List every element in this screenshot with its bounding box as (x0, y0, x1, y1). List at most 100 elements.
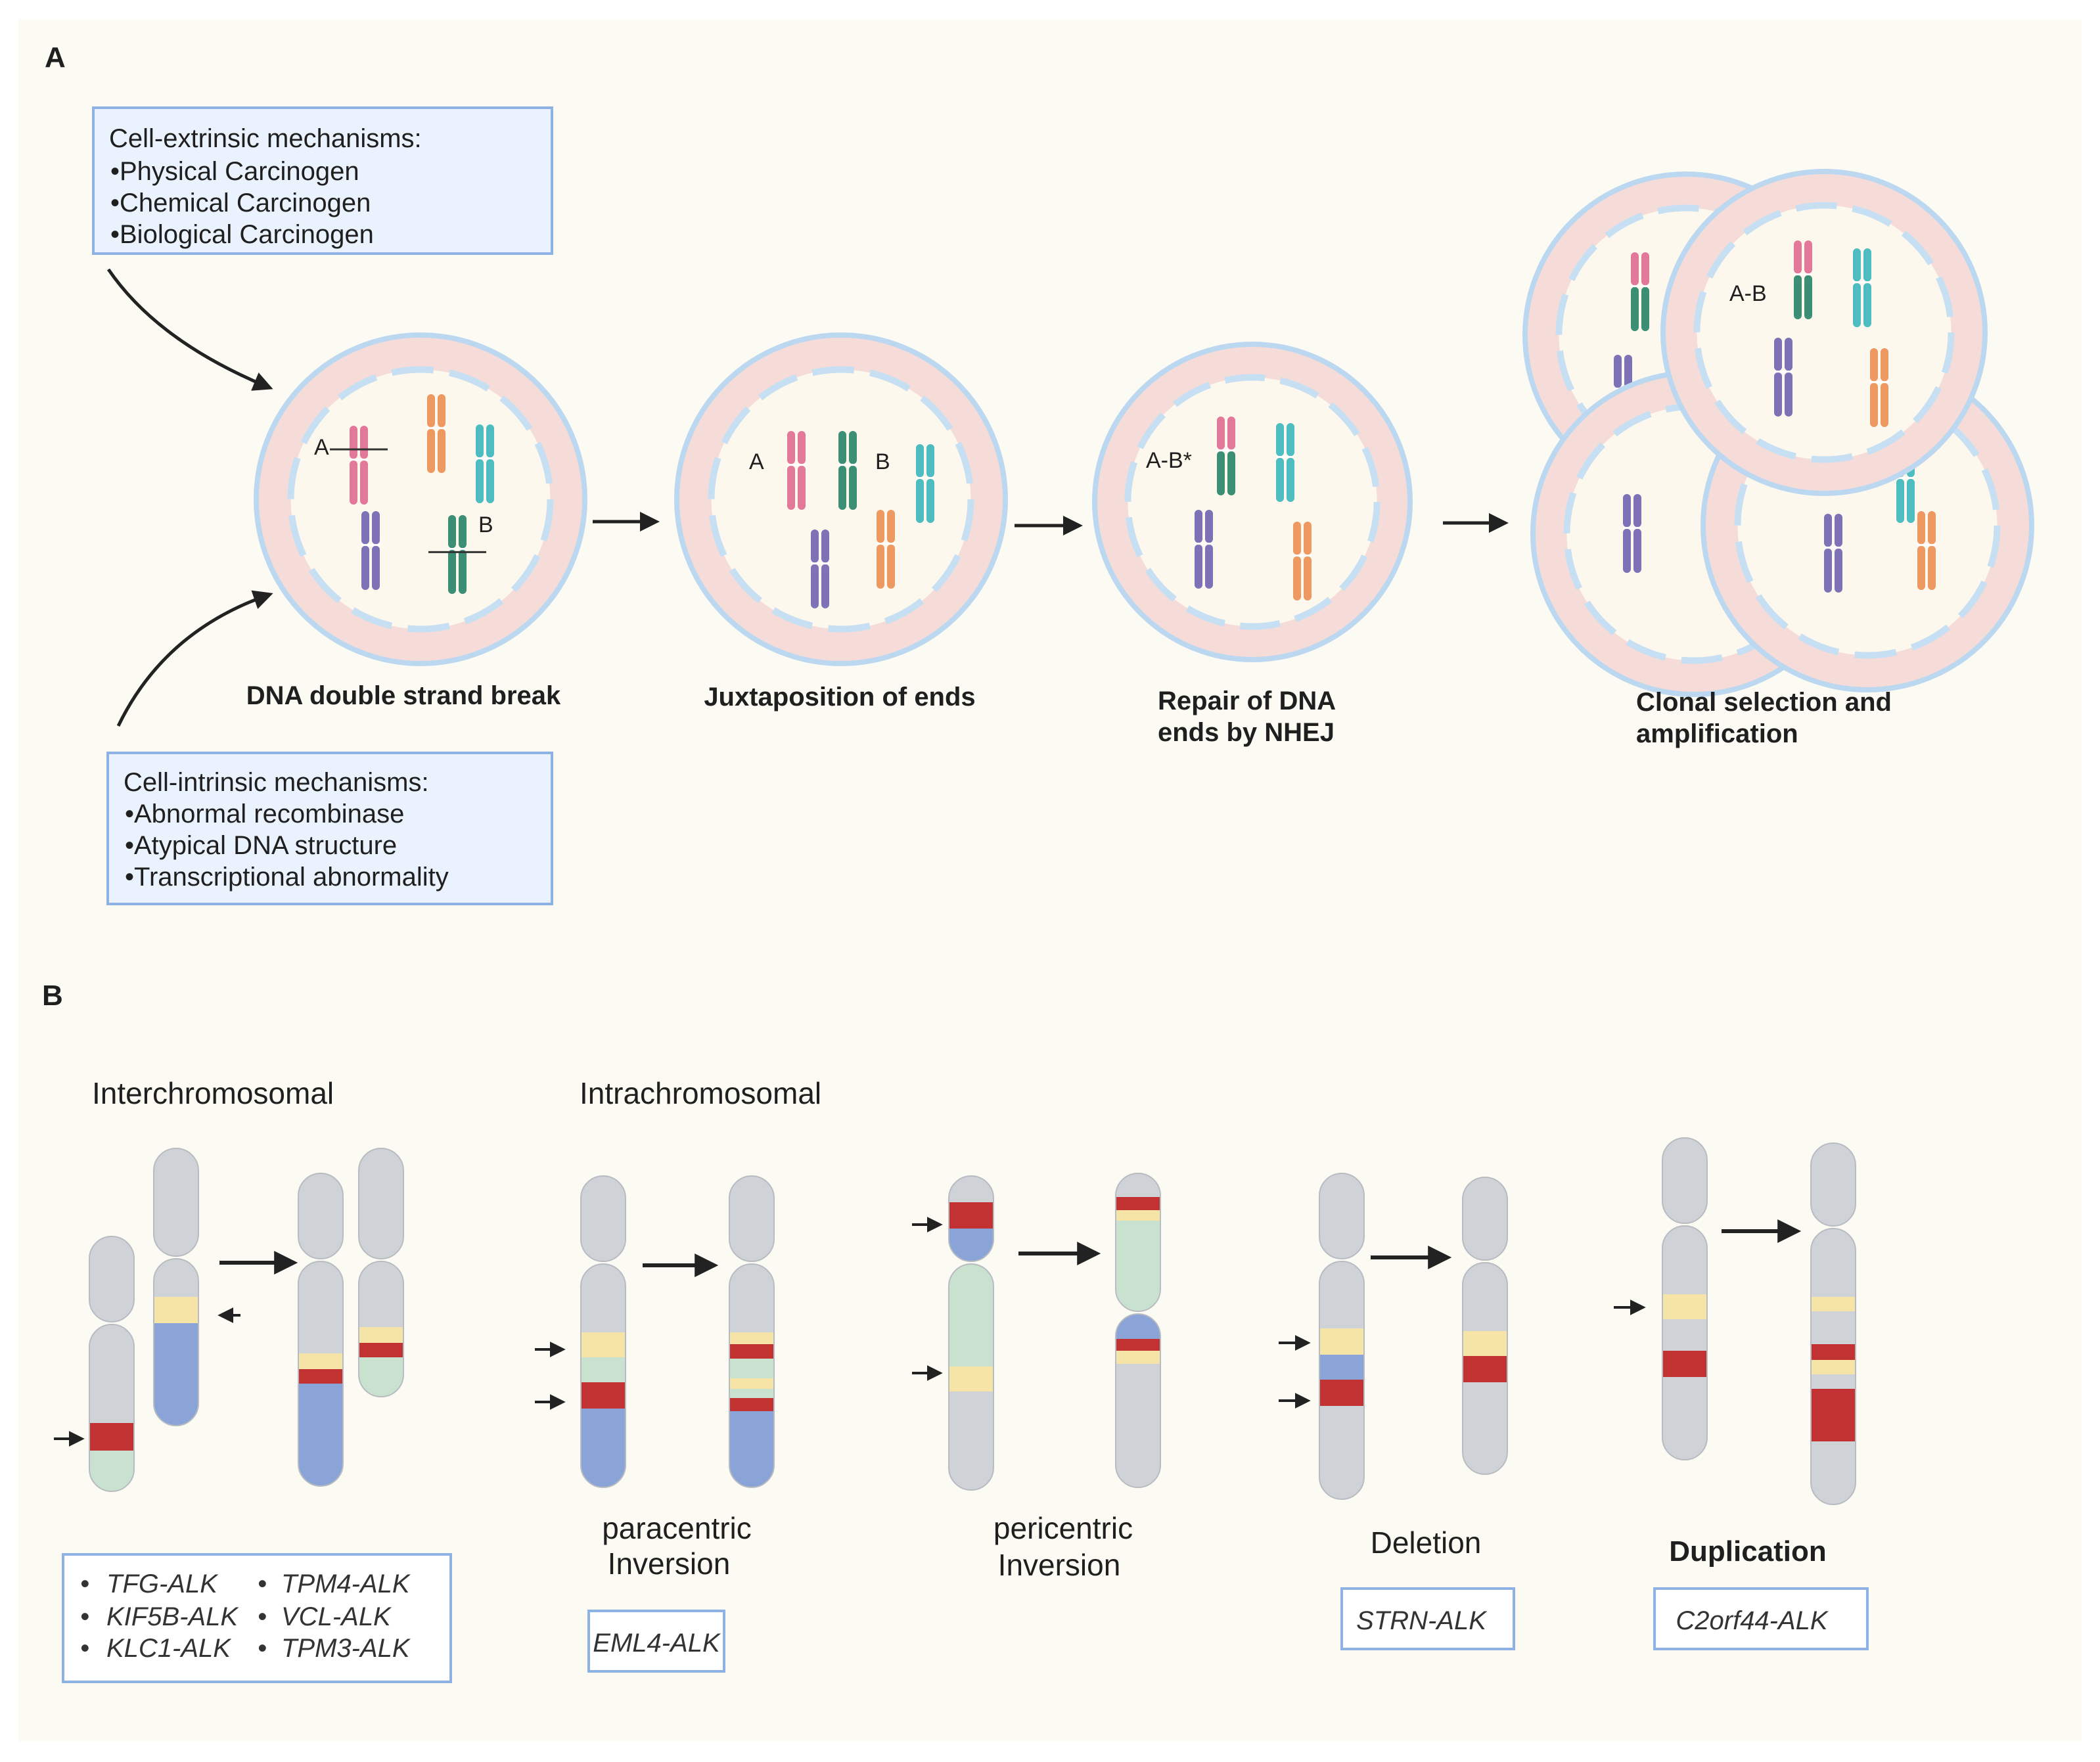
duplication-chrom-after-band-2-1 (1811, 1297, 1856, 1311)
duplication-chrom-after-band-2-7 (1811, 1441, 1856, 1504)
cluster-top-right-chrom-orange-arm-top-1 (1881, 348, 1888, 382)
cluster-top-right-chrom-purple-arm-top-0 (1774, 338, 1782, 371)
cell-3-chrom-purple-arm-top-1 (1205, 510, 1213, 543)
cell-3-chrom-teal-arm-bottom-1 (1287, 457, 1294, 502)
inter-chrom-1-outline-2 (89, 1324, 135, 1492)
extrinsic-title: Cell-extrinsic mechanisms: (109, 124, 422, 153)
duplication-chrom-before-band-2-2 (1662, 1319, 1707, 1351)
cluster-bottom-right-chrom-orange-arm-bottom-1 (1928, 545, 1936, 590)
cell-1-chrom-orange-arm-bottom-1 (438, 428, 445, 473)
duplication-chrom-after-band-2-6 (1811, 1389, 1856, 1441)
inter-gene-klc1: KLC1-ALK (106, 1634, 232, 1663)
inter-chrom-2-band-2-1 (154, 1297, 198, 1323)
cluster-top-right-chrom-ab-arm-bottom-0 (1794, 275, 1802, 319)
inter-chrom-3-band-2-3 (298, 1384, 343, 1486)
cell-2-chrom-purple-arm-bottom-1 (821, 564, 829, 608)
cluster-top-right-label-ab: A-B (1729, 281, 1767, 306)
pericentric-label-line-2: Inversion (998, 1548, 1121, 1582)
cluster-top-left-chrom-purple-arm-top-1 (1624, 355, 1632, 388)
cluster-top-right-chrom-ab-arm-bottom-1 (1804, 275, 1812, 319)
cell-1-chrom-orange-arm-top-0 (427, 394, 435, 428)
cell-1: AB (254, 332, 587, 666)
duplication-chrom-before (1662, 1137, 1708, 1460)
para-chrom-after-band-2-5 (729, 1389, 774, 1398)
inter-bullet-6: • (258, 1634, 267, 1663)
inter-chrom-4-band-2-0 (359, 1261, 403, 1327)
extrinsic-item-1: •Physical Carcinogen (110, 157, 359, 186)
deletion-chrom-after-outline-0 (1462, 1177, 1508, 1261)
cell-2-chrom-teal-arm-bottom-0 (916, 478, 924, 523)
cell-1-chrom-b-arm-top-0 (448, 515, 456, 549)
cluster-top-right-chrom-teal (1853, 248, 1871, 327)
deletion-chrom-before-outline-2 (1319, 1261, 1365, 1500)
cell-2-chrom-teal-arm-top-0 (916, 444, 924, 478)
para-chrom-before-band-2-4 (581, 1409, 626, 1487)
cell-3-chrom-teal (1276, 423, 1294, 502)
inter-chrom-3-band-0-0 (298, 1173, 343, 1259)
peri-chrom-after-band-0-2 (1116, 1210, 1160, 1221)
panel-a-letter: A (45, 41, 66, 74)
inter-bullet-3: • (80, 1602, 89, 1631)
deletion-label: Deletion (1371, 1525, 1482, 1560)
para-chrom-before-band-2-0 (581, 1264, 626, 1332)
cell-3-chrom-purple-arm-bottom-0 (1195, 544, 1202, 589)
inter-chrom-1-outline-0 (89, 1236, 135, 1322)
duplication-chrom-before-outline-0 (1662, 1137, 1708, 1224)
cell-1-chrom-purple (361, 511, 380, 590)
para-chrom-before-bands (581, 1176, 626, 1487)
cluster-top-right-chrom-purple (1774, 338, 1792, 417)
inter-gene-box-frame (62, 1553, 452, 1683)
cell-cluster-top-right: A-B (1660, 169, 1988, 496)
inter-chrom-3-band-2-0 (298, 1261, 343, 1353)
inter-chrom-1-band-2-2 (89, 1451, 134, 1491)
deletion-chrom-after-band-2-1 (1463, 1331, 1507, 1356)
pericentric-label-line-1: pericentric (993, 1511, 1133, 1545)
cluster-top-left-chrom-ab-arm-bottom-0 (1631, 286, 1639, 331)
inter-chrom-3-outline-0 (298, 1173, 344, 1259)
cluster-bottom-right-chrom-teal-arm-bottom-0 (1896, 478, 1904, 523)
deletion-chrom-after (1462, 1177, 1508, 1475)
paracentric-label-line-2: Inversion (608, 1547, 731, 1581)
para-chrom-after-band-2-3 (729, 1359, 774, 1378)
duplication-chrom-after-outline-2 (1810, 1228, 1856, 1505)
peri-chrom-before-band-0-1 (949, 1202, 993, 1229)
extrinsic-box-frame (92, 106, 553, 255)
cell-2-chrom-orange (877, 510, 895, 589)
para-chrom-before-band-2-2 (581, 1357, 626, 1382)
cluster-bottom-left-chrom-purple-arm-top-1 (1633, 494, 1641, 528)
inter-gene-vcl: VCL-ALK (281, 1602, 392, 1631)
cluster-bottom-right-chrom-purple-arm-top-0 (1824, 514, 1832, 547)
intrinsic-mechanisms-box: Cell-intrinsic mechanisms: •Abnormal rec… (106, 752, 553, 905)
cell-2-chrom-orange-arm-bottom-0 (877, 544, 884, 589)
cell-1-chrom-a-arm-bottom-0 (350, 460, 357, 505)
cluster-bottom-right-chrom-orange-arm-top-0 (1917, 511, 1925, 545)
intrinsic-title: Cell-intrinsic mechanisms: (124, 768, 429, 797)
para-chrom-after-band-2-7 (729, 1411, 774, 1487)
deletion-chrom-before (1319, 1173, 1365, 1500)
inter-gene-tpm4: TPM4-ALK (281, 1570, 411, 1598)
inter-chrom-1 (89, 1236, 135, 1492)
peri-chrom-before-band-2-2 (949, 1391, 993, 1490)
intrachromosomal-heading: Intrachromosomal (580, 1076, 821, 1110)
gene-strn-alk: STRN-ALK (1356, 1606, 1488, 1635)
cell-2-chrom-purple-arm-top-1 (821, 530, 829, 563)
cluster-bottom-right-chrom-purple-arm-bottom-0 (1824, 548, 1832, 593)
cell-1-chrom-orange-arm-bottom-0 (427, 428, 435, 473)
cluster-top-right-chrom-purple-arm-top-1 (1785, 338, 1792, 371)
deletion-chrom-before-band-2-3 (1319, 1380, 1364, 1406)
duplication-chrom-after-band-0-0 (1811, 1143, 1856, 1226)
duplication-chrom-after-outline-0 (1810, 1142, 1856, 1227)
duplication-chrom-after-band-2-3 (1811, 1344, 1856, 1360)
inter-chrom-3-bands (298, 1173, 343, 1486)
cluster-top-right-chrom-ab-arm-top-1 (1804, 240, 1812, 274)
cluster-top-right-chrom-purple-arm-bottom-0 (1774, 372, 1782, 417)
cell-3-chrom-ab (1217, 417, 1235, 495)
inter-chrom-2-outline-0 (153, 1148, 199, 1257)
duplication-chrom-after-band-2-2 (1811, 1311, 1856, 1344)
duplication-chrom-before-band-0-0 (1662, 1138, 1707, 1223)
para-chrom-after (729, 1175, 775, 1488)
cluster-top-left-chrom-ab-arm-bottom-1 (1641, 286, 1649, 331)
deletion-chrom-after-band-2-3 (1463, 1382, 1507, 1474)
deletion-gene-box: STRN-ALK (1340, 1587, 1515, 1650)
